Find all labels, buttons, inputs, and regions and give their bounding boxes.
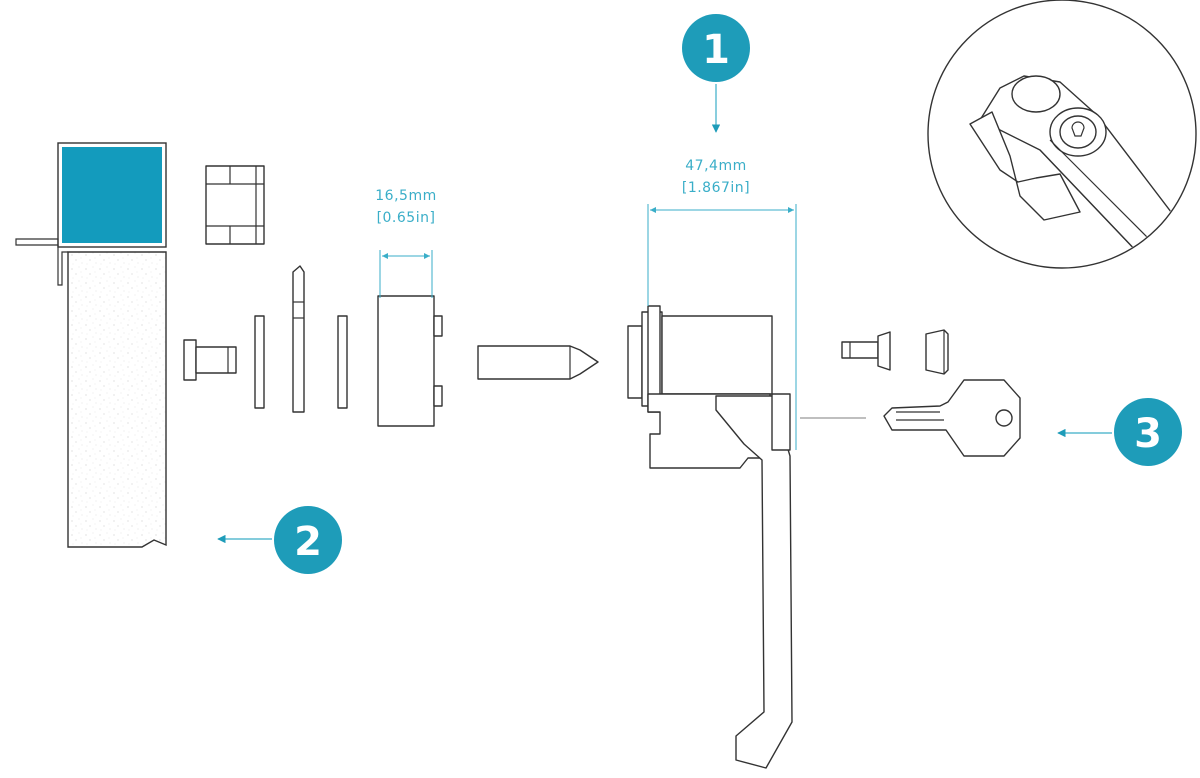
square-nut bbox=[205, 165, 265, 245]
door-panel bbox=[15, 142, 167, 548]
panel-board bbox=[67, 251, 167, 548]
dimension-body-imperial: [1.867in] bbox=[682, 180, 750, 196]
lock-body bbox=[627, 305, 793, 769]
callout-2-label: 2 bbox=[294, 519, 322, 565]
lock-handle bbox=[715, 395, 793, 769]
threaded-stud bbox=[183, 339, 237, 381]
panel-frame-fill bbox=[62, 147, 162, 243]
panel-hook bbox=[57, 245, 68, 286]
spindle-bar bbox=[477, 345, 599, 380]
cam-block bbox=[377, 295, 443, 427]
dimension-cam-width: 16,5mm [0.65in] bbox=[375, 188, 436, 298]
detail-view bbox=[927, 0, 1197, 269]
callout-2: 2 bbox=[217, 506, 342, 574]
countersunk-screw bbox=[841, 331, 891, 371]
dimension-body-metric: 47,4mm bbox=[685, 158, 746, 174]
washer-plate-2 bbox=[337, 315, 348, 409]
key bbox=[883, 379, 1021, 457]
callout-1-label: 1 bbox=[702, 27, 730, 73]
cylinder-cap bbox=[925, 329, 949, 375]
cam-lever bbox=[292, 265, 305, 413]
callout-3-label: 3 bbox=[1134, 411, 1162, 457]
washer-plate-1 bbox=[254, 315, 265, 409]
dimension-cam-imperial: [0.65in] bbox=[377, 210, 436, 226]
callout-3: 3 bbox=[1057, 398, 1182, 466]
dimension-cam-metric: 16,5mm bbox=[375, 188, 436, 204]
callout-1: 1 bbox=[682, 14, 750, 133]
dimension-body-width: 47,4mm [1.867in] bbox=[647, 158, 797, 450]
panel-flange bbox=[15, 238, 59, 246]
